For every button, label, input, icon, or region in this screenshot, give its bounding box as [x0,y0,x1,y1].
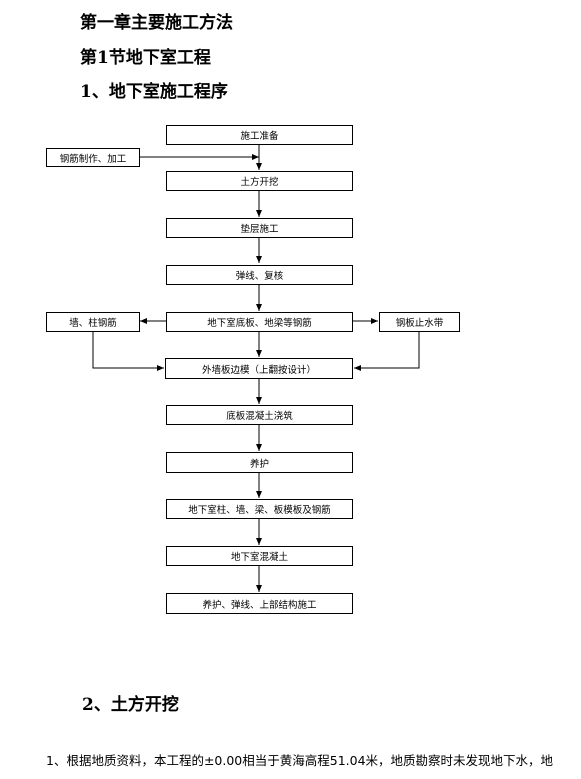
subsection-heading-excavation: 2、土方开挖 [82,695,179,715]
chapter-heading: 第一章主要施工方法 [80,13,233,33]
flow-step-base-rebar: 地下室底板、地梁等钢筋 [166,312,353,332]
flow-step-rebar-fabrication: 钢筋制作、加工 [46,148,140,167]
flow-step-waterstop: 钢板止水带 [379,312,460,332]
paragraph-text: 1、根据地质资料，本工程的±0.00相当于黄海高程51.04米，地质勘察时未发现… [46,753,554,768]
flow-step-pour-slab: 底板混凝土浇筑 [166,405,353,425]
subsection-heading-process: 1、地下室施工程序 [80,82,228,102]
flow-step-formwork: 外墙板边模（上翻按设计） [165,358,353,379]
flow-step-concrete: 地下室混凝土 [166,546,353,566]
flow-step-upper-formwork: 地下室柱、墙、梁、板模板及钢筋 [166,499,353,519]
flow-step-curing: 养护 [166,452,353,473]
flow-step-survey: 弹线、复核 [166,265,353,285]
flow-step-wall-column-rebar: 墙、柱钢筋 [46,312,140,332]
section-heading: 第1节地下室工程 [80,48,211,68]
flow-step-excavation: 土方开挖 [166,171,353,191]
flow-step-cushion: 垫层施工 [166,218,353,238]
flow-step-prep: 施工准备 [166,125,353,145]
flow-step-final: 养护、弹线、上部结构施工 [166,593,353,614]
